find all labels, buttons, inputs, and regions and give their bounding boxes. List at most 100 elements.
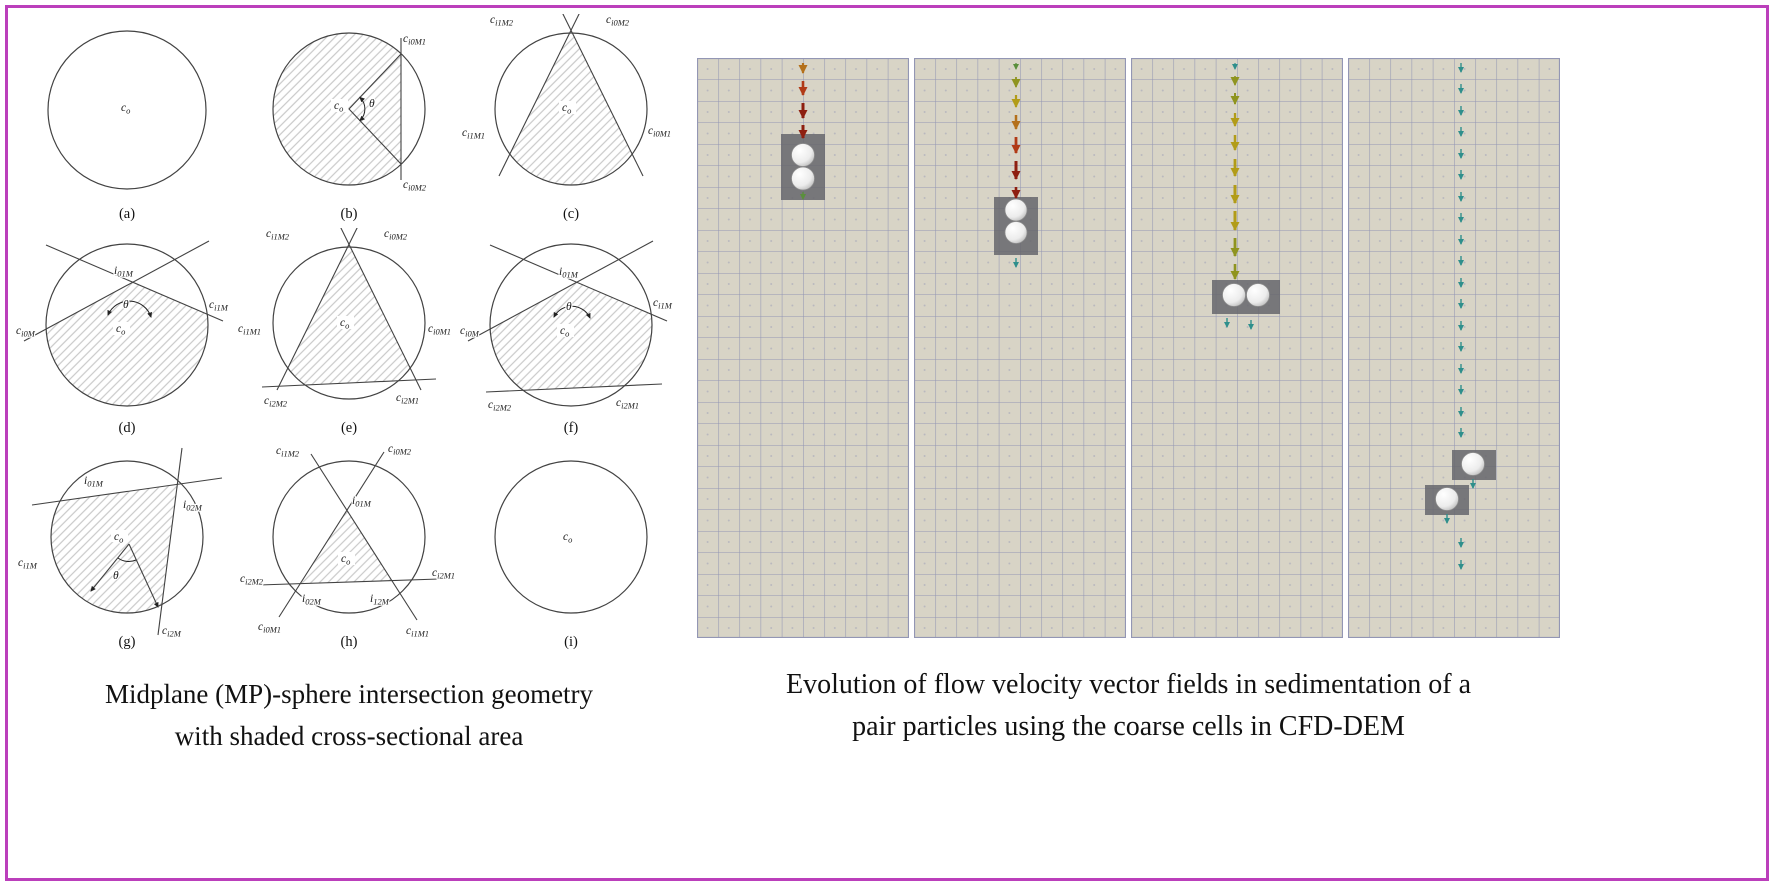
mp-lines <box>258 451 440 621</box>
label-ci2M: ci2M <box>162 625 182 638</box>
label-ci0M2: ci0M2 <box>606 14 630 28</box>
label-ci0M1: ci0M1 <box>258 621 281 635</box>
cfd-panels <box>697 58 1560 638</box>
label-ci1M2: ci1M2 <box>276 445 300 459</box>
label-ci1M: ci1M <box>653 297 673 311</box>
theta-arc <box>107 300 152 318</box>
label-c0: co <box>563 531 572 545</box>
mp-geometry-section: co (a) co θ ci0M1 ci0M2 <box>16 14 682 758</box>
label-i01M: i01M <box>352 495 372 509</box>
label-ci0M2: ci0M2 <box>388 443 412 457</box>
label-ci2M1: ci2M1 <box>616 397 639 411</box>
label-ci0M1: ci0M1 <box>648 125 671 139</box>
diagram-f: co θ i01M ci0M ci1M ci2M2 ci2M1 <box>460 240 674 414</box>
label-ci0M: ci0M <box>16 325 36 339</box>
label-c0: co <box>341 553 350 567</box>
subfigure-tag-c: (c) <box>562 206 580 222</box>
subfigure-tag-i: (i) <box>564 634 578 650</box>
mp-lines <box>467 240 668 393</box>
particle-sphere <box>791 166 815 191</box>
left-caption-line-1: Midplane (MP)-sphere intersection geomet… <box>104 679 594 709</box>
diagram-g: co θ i01M i02M ci1M ci2M <box>17 447 223 638</box>
label-ci1M1: ci1M1 <box>238 323 261 337</box>
subfigure-tag-a: (a) <box>118 206 136 222</box>
subfigure-c: co ci1M2 ci0M2 ci1M1 ci0M1 (c) <box>460 14 682 228</box>
sphere-cross-section <box>47 30 207 190</box>
label-ci2M1: ci2M1 <box>432 567 455 581</box>
particle-sphere <box>1004 198 1028 222</box>
label-ci1M1: ci1M1 <box>406 625 429 638</box>
label-c0: co <box>562 102 571 116</box>
label-ci0M1: ci0M1 <box>403 33 426 47</box>
subfigure-tag-d: (d) <box>118 420 136 436</box>
cfd-panel-4 <box>1348 58 1560 638</box>
label-i12M: i12M <box>370 593 390 607</box>
theta-arc <box>553 305 591 319</box>
diagram-a: co <box>47 30 207 190</box>
label-ci0M: ci0M <box>460 325 480 339</box>
diagram-grid: co (a) co θ ci0M1 ci0M2 <box>16 14 682 656</box>
label-ci1M2: ci1M2 <box>490 14 514 28</box>
particle-sphere <box>1222 283 1246 307</box>
label-i01M: i01M <box>114 265 134 279</box>
label-ci1M1: ci1M1 <box>462 127 485 141</box>
cfd-panel-3 <box>1131 58 1343 638</box>
label-i02M: i02M <box>183 499 203 513</box>
label-theta: θ <box>113 570 119 582</box>
label-ci2M1: ci2M1 <box>396 392 419 406</box>
subfigure-g: co θ i01M i02M ci1M ci2M (g) <box>16 442 238 656</box>
shaded-cross-section <box>51 484 177 613</box>
particle-sphere <box>1435 487 1459 511</box>
shaded-cross-section <box>279 247 416 386</box>
cfd-dem-section: Evolution of flow velocity vector fields… <box>697 58 1560 748</box>
figure-border <box>5 5 1769 881</box>
shaded-cross-section <box>46 282 208 406</box>
theta-rays <box>90 543 159 608</box>
label-c0: co <box>334 100 343 114</box>
subfigure-i: co (i) <box>460 442 682 656</box>
subfigure-d: co θ i01M ci0M ci1M (d) <box>16 228 238 442</box>
subfigure-tag-e: (e) <box>340 420 358 436</box>
subfigure-tag-h: (h) <box>340 634 358 650</box>
mp-lines <box>261 228 437 391</box>
left-caption-line-2: with shaded cross-sectional area <box>174 720 524 751</box>
label-ci1M2: ci1M2 <box>266 228 290 242</box>
particle-sphere <box>1246 283 1270 307</box>
label-i02M: i02M <box>302 593 322 607</box>
shaded-cross-section <box>300 510 392 584</box>
subfigure-tag-g: (g) <box>118 634 136 650</box>
left-figure-caption: Midplane (MP)-sphere intersection geomet… <box>16 674 682 758</box>
right-caption-line-1: Evolution of flow velocity vector fields… <box>785 669 1472 700</box>
subfigure-tag-b: (b) <box>340 206 358 222</box>
label-c0: co <box>114 531 123 545</box>
label-ci1M: ci1M <box>18 557 38 571</box>
right-figure-caption: Evolution of flow velocity vector fields… <box>697 664 1560 748</box>
particle-cell-highlight <box>1212 280 1280 314</box>
label-c0: co <box>121 102 130 116</box>
label-c0: co <box>116 323 125 337</box>
subfigure-e: co ci1M2 ci0M2 ci1M1 ci0M1 ci2M2 ci2M1 (… <box>238 228 460 442</box>
diagram-b: co θ ci0M1 ci0M2 <box>272 32 428 194</box>
particle-sphere <box>1004 221 1028 244</box>
mp-lines <box>31 447 223 636</box>
subfigure-a: co (a) <box>16 14 238 228</box>
subfigure-h: co ci1M2 ci0M2 i01M ci2M2 ci2M1 i02M i12… <box>238 442 460 656</box>
subfigure-f: co θ i01M ci0M ci1M ci2M2 ci2M1 (f) <box>460 228 682 442</box>
label-ci0M2: ci0M2 <box>403 179 427 193</box>
label-ci0M1: ci0M1 <box>428 323 451 337</box>
label-ci0M2: ci0M2 <box>384 228 408 242</box>
cfd-panel-1 <box>697 58 909 638</box>
diagram-e: co ci1M2 ci0M2 ci1M1 ci0M1 ci2M2 ci2M1 <box>238 228 452 410</box>
label-ci2M2: ci2M2 <box>264 395 288 409</box>
theta-arc <box>359 96 366 122</box>
label-ci2M2: ci2M2 <box>488 399 512 413</box>
subfigure-tag-f: (f) <box>563 420 579 436</box>
label-theta: θ <box>566 301 572 313</box>
cfd-panel-2 <box>914 58 1126 638</box>
mp-lines <box>348 38 402 180</box>
particle-sphere <box>791 143 815 167</box>
diagram-i: co <box>494 460 648 614</box>
right-caption-line-2: pair particles using the coarse cells in… <box>852 711 1405 742</box>
label-theta: θ <box>369 98 375 110</box>
